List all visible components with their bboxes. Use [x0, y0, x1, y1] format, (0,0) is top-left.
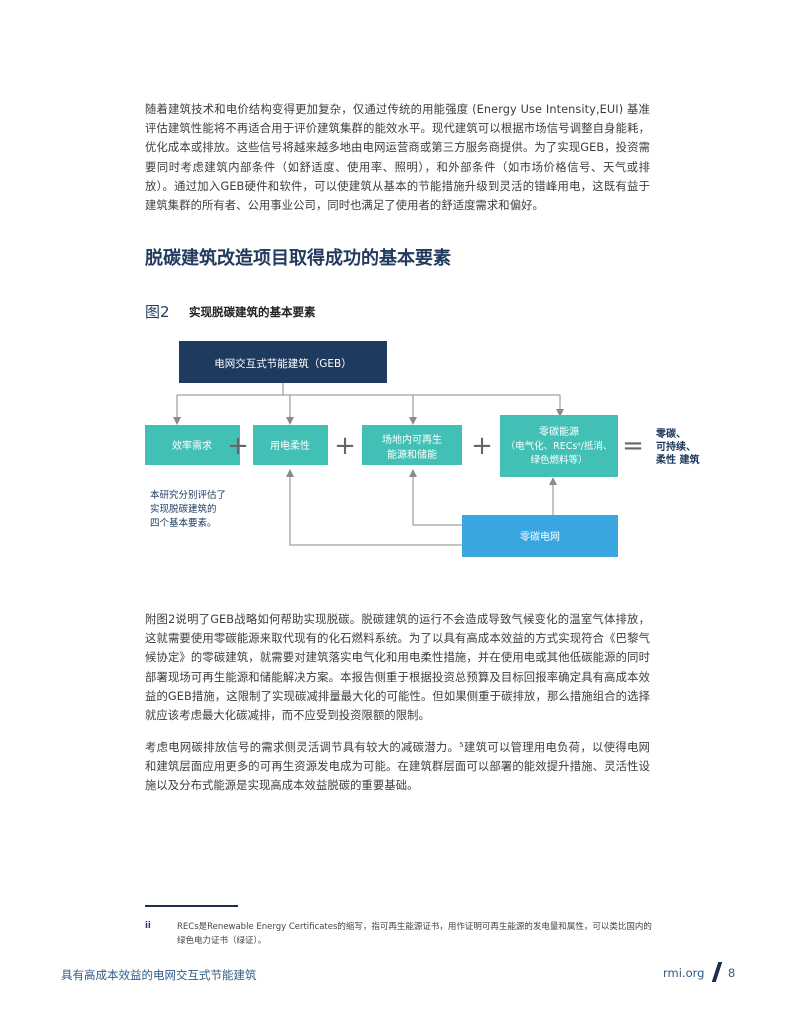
- figure-note-3: 四个基本要素。: [150, 517, 217, 529]
- zero-carbon-energy-box: [500, 415, 618, 477]
- zero-carbon-energy-label-3: 绿色燃料等）: [530, 454, 587, 466]
- page-number: 8: [728, 966, 736, 980]
- footnote-mark: ii: [145, 921, 151, 931]
- onsite-renewable-box: [362, 425, 462, 465]
- figure-note-2: 实现脱碳建筑的: [150, 503, 217, 515]
- geb-box: [179, 341, 387, 383]
- zero-carbon-energy-label-2: （电气化、RECsⁱⁱ/抵消、: [506, 440, 613, 452]
- body-paragraph-3: 考虑电网碳排放信号的需求侧灵活调节具有较大的减碳潜力。⁵建筑可以管理用电负荷，以…: [145, 741, 650, 793]
- footer-site-link[interactable]: rmi.org: [663, 966, 705, 980]
- footer-slash-divider: [711, 962, 723, 982]
- plus-1: +: [227, 431, 249, 461]
- onsite-renewable-label-1: 场地内可再生: [382, 433, 442, 446]
- geb-box-label: 电网交互式节能建筑（GEB）: [214, 357, 351, 370]
- zero-carbon-energy-label-1: 零碳能源: [539, 425, 579, 438]
- zero-carbon-grid-box: [462, 515, 618, 557]
- result-line-3: 柔性 建筑: [655, 453, 699, 466]
- figure-title: 实现脱碳建筑的基本要素: [189, 305, 316, 319]
- footnote-divider: [145, 905, 238, 907]
- efficiency-box-label: 效率需求: [172, 439, 212, 452]
- figure-label: 图2: [145, 303, 170, 321]
- footnote-text: RECs是Renewable Energy Certificates的缩写，指可…: [177, 922, 652, 946]
- figure-diagram: 电网交互式节能建筑（GEB） 效率需求 + 用电柔性 + 场地内可再生 能源和储…: [145, 341, 699, 557]
- footer-title: 具有高成本效益的电网交互式节能建筑: [61, 968, 257, 982]
- body-paragraph-1: 随着建筑技术和电价结构变得更加复杂，仅通过传统的用能强度 (Energy Use…: [145, 103, 650, 213]
- body-paragraph-2: 附图2说明了GEB战略如何帮助实现脱碳。脱碳建筑的运行不会造成导致气候变化的温室…: [145, 613, 650, 723]
- plus-3: +: [471, 431, 493, 461]
- flexibility-box-label: 用电柔性: [270, 439, 310, 452]
- onsite-renewable-label-2: 能源和储能: [387, 448, 437, 461]
- zero-carbon-grid-label: 零碳电网: [520, 530, 560, 543]
- plus-2: +: [334, 431, 356, 461]
- figure-note-1: 本研究分别评估了: [150, 489, 226, 501]
- section-heading: 脱碳建筑改造项目取得成功的基本要素: [145, 248, 451, 269]
- result-line-1: 零碳、: [655, 427, 686, 440]
- equals-sign: =: [622, 431, 644, 461]
- flexibility-box: [253, 425, 328, 465]
- result-line-2: 可持续、: [656, 440, 696, 453]
- efficiency-box: [145, 425, 240, 465]
